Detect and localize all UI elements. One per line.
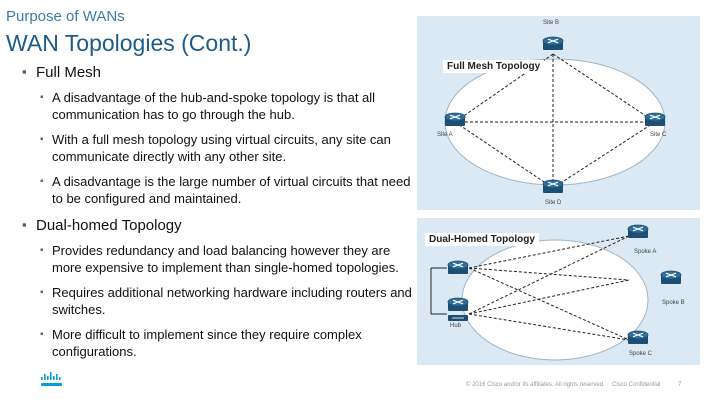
slide-content: Full Mesh A disadvantage of the hub-and-…: [22, 64, 414, 360]
spoke-label: Spoke A: [634, 249, 657, 255]
router-icon: [627, 224, 649, 241]
router-icon: [542, 36, 564, 53]
spoke-label: Spoke B: [662, 300, 685, 306]
sub-bullet: A disadvantage of the hub-and-spoke topo…: [22, 89, 414, 123]
site-label: Site A: [437, 132, 453, 138]
router-icon: [644, 112, 666, 129]
switch-icon: [447, 314, 469, 322]
router-icon: [444, 112, 466, 129]
footer-copyright: © 2016 Cisco and/or its affiliates. All …: [466, 382, 605, 388]
bullet-dual-homed: Dual-homed Topology: [22, 217, 414, 234]
dual-homed-links: [430, 235, 649, 361]
sub-bullet: With a full mesh topology using virtual …: [22, 131, 414, 165]
router-icon: [542, 179, 564, 196]
sub-bullet: Requires additional networking hardware …: [22, 284, 414, 318]
sub-bullet: Provides redundancy and load balancing h…: [22, 242, 414, 276]
spoke-label: Spoke C: [629, 351, 653, 357]
bullet-full-mesh: Full Mesh: [22, 64, 414, 81]
router-icon: [447, 260, 469, 277]
footer-classification: Cisco Confidential: [612, 382, 661, 388]
full-mesh-diagram: Full Mesh Topology Site B Site A Site C …: [417, 16, 700, 210]
dual-homed-caption: Dual-Homed Topology: [425, 233, 539, 246]
cisco-logo: [41, 372, 62, 386]
hub-label: Hub: [450, 323, 462, 329]
sub-bullet: More difficult to implement since they r…: [22, 326, 414, 360]
router-icon: [627, 330, 649, 347]
dual-homed-diagram: Dual-Homed Topology Hub Spoke A Spoke B …: [417, 218, 700, 365]
page-number: 7: [678, 382, 682, 388]
router-icon: [660, 270, 682, 287]
sub-bullet: A disadvantage is the large number of vi…: [22, 173, 414, 207]
site-label: Site C: [650, 132, 667, 138]
site-label: Site D: [545, 200, 562, 206]
site-label: Site B: [543, 20, 560, 26]
section-kicker: Purpose of WANs: [6, 8, 125, 25]
page-title: WAN Topologies (Cont.): [6, 30, 252, 56]
router-icon: [447, 297, 469, 314]
full-mesh-caption: Full Mesh Topology: [443, 60, 545, 73]
